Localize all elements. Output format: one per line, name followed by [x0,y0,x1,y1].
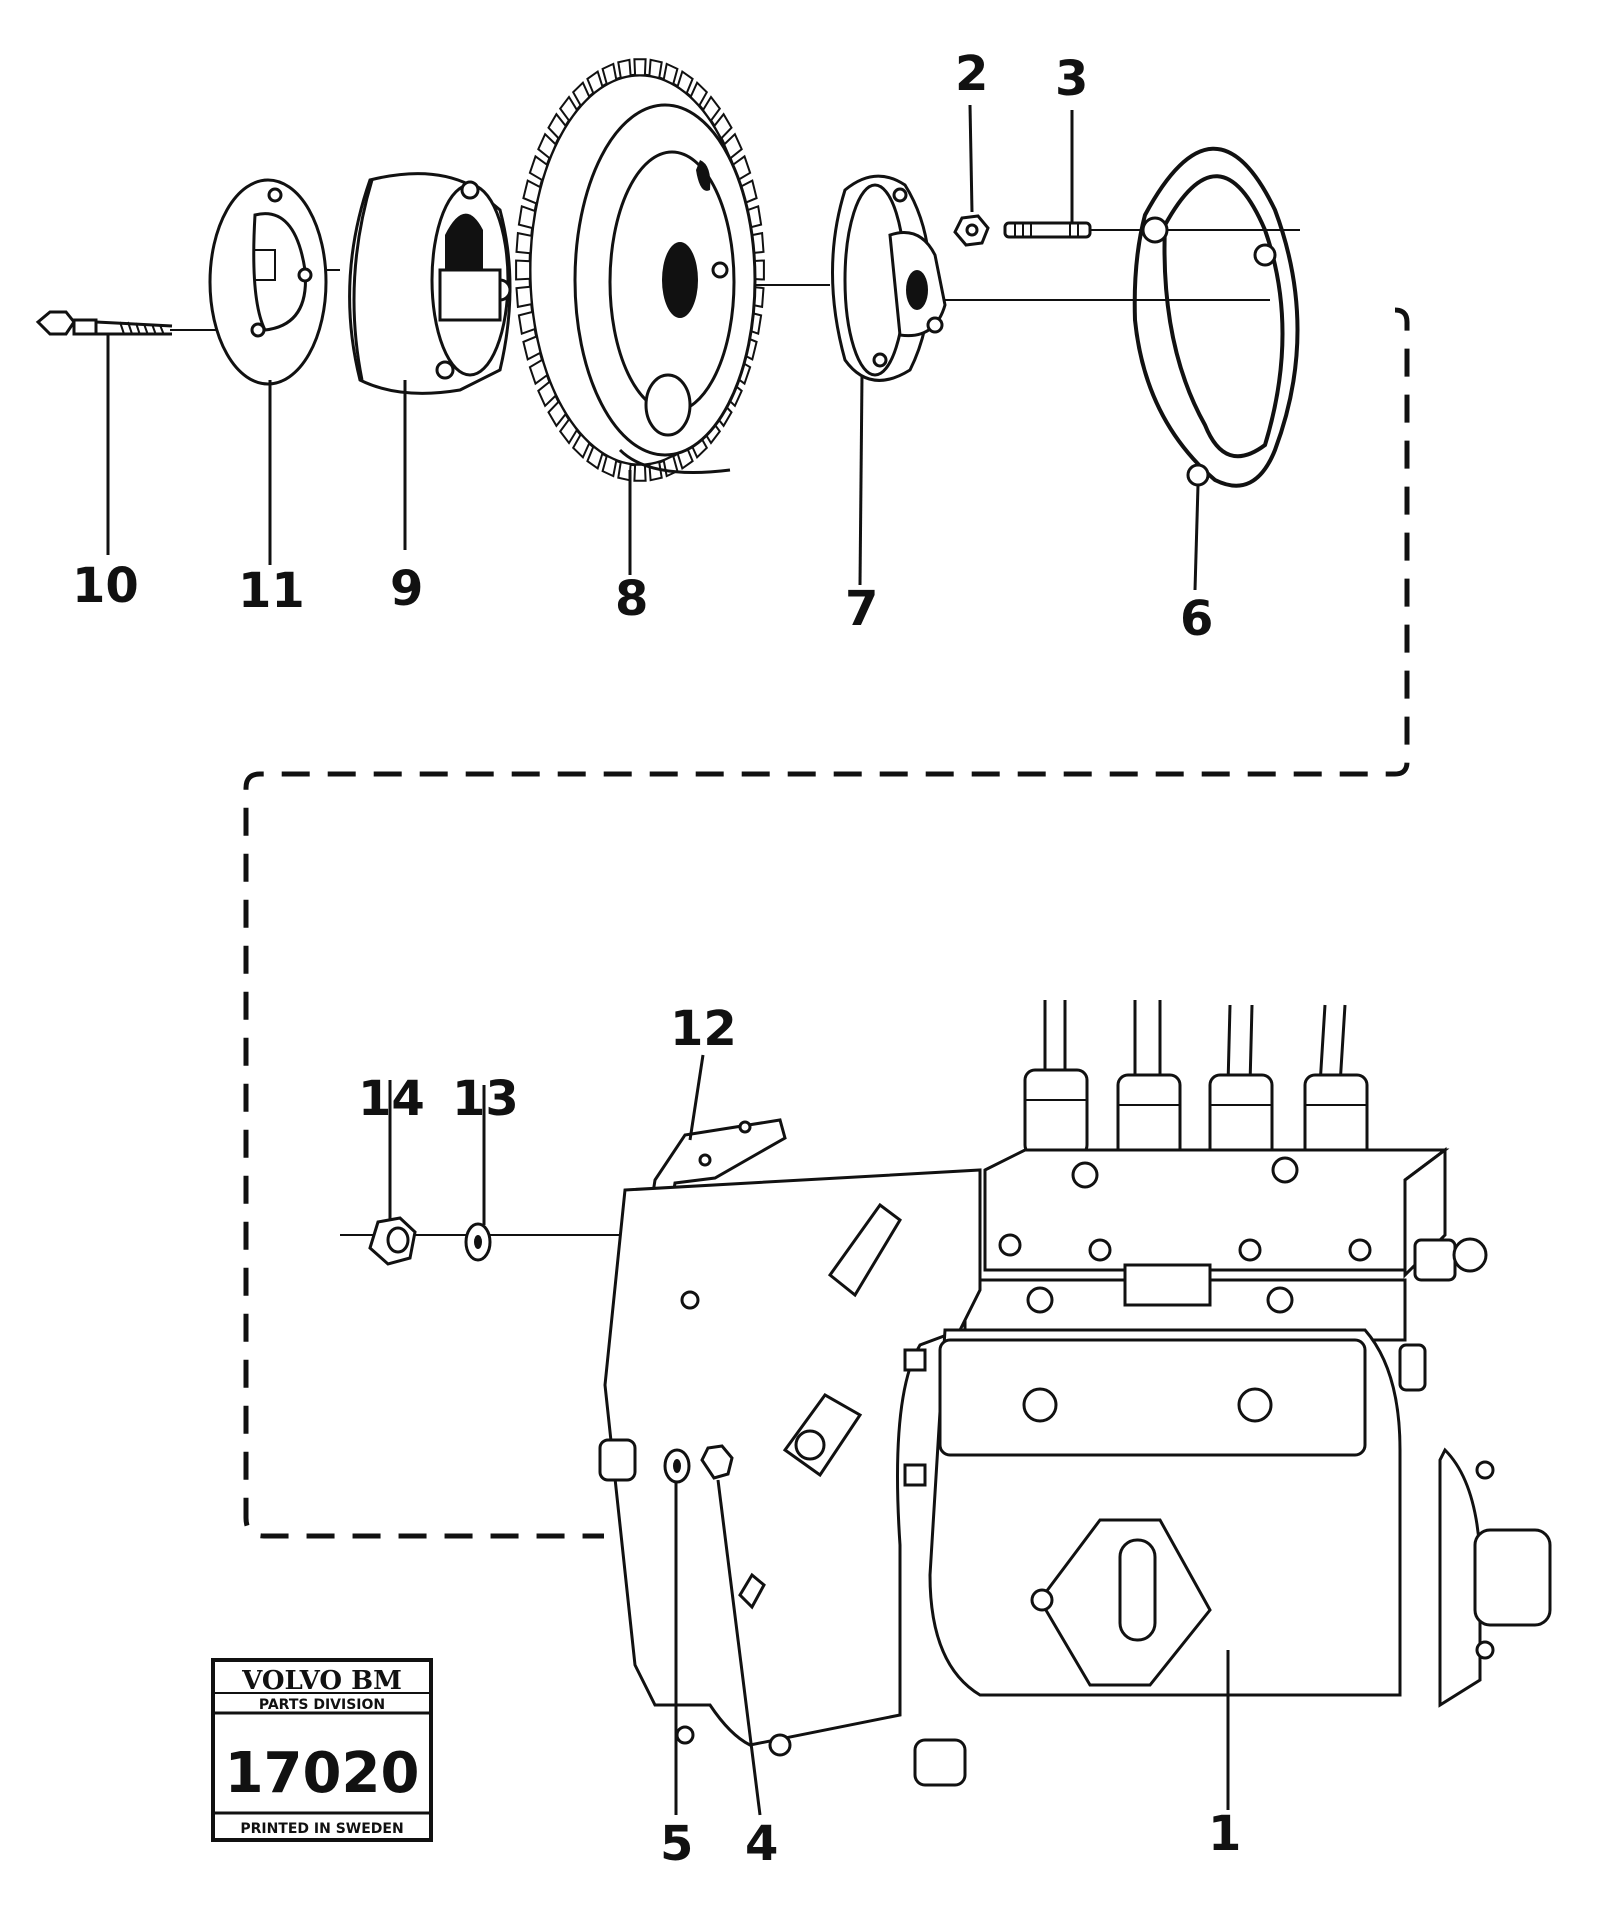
callout-2: 2 [955,46,988,102]
callout-14: 14 [358,1071,425,1127]
gear-tooth [547,112,568,141]
callout-3: 3 [1055,51,1088,107]
hub-part-9 [348,172,512,395]
stamp-brand: VOLVO BM [241,1666,402,1696]
gear-tooth [571,432,591,460]
gear-tooth [601,62,618,86]
gear-tooth [515,231,533,255]
callout-7: 7 [845,581,878,637]
callout-13: 13 [452,1071,519,1127]
gear-tooth [528,154,549,182]
gear-tooth [515,285,533,309]
plate-part-11 [208,178,328,386]
gear-tooth [528,358,549,386]
gear-tooth [571,80,591,108]
gasket-part-6 [1132,146,1300,488]
nut-part-2 [953,214,990,247]
gear-tooth [648,58,663,80]
gear-tooth [701,95,722,123]
callout-6: 6 [1180,591,1213,647]
callout-5: 5 [660,1816,693,1872]
gear-tooth [601,454,618,478]
callout-4: 4 [745,1816,778,1872]
dashed-connector [243,307,1410,1539]
gear-tooth [517,204,537,230]
callout-11: 11 [238,563,305,619]
callout-8: 8 [615,571,648,627]
gear-tooth [633,463,647,482]
callout-10: 10 [72,558,139,614]
gear-tooth [586,445,604,471]
gear-tooth [558,417,579,445]
gear-tooth [712,112,733,141]
gear-tooth [676,69,694,95]
stamp-number: 17020 [225,1741,420,1806]
callout-1: 1 [1208,1806,1241,1862]
gear-tooth [547,399,568,428]
washer-part-13 [464,1222,492,1262]
gear-tooth [689,80,709,108]
stud-part-3 [1003,221,1092,239]
gear-part-8 [515,58,765,482]
callout-labels: 10 11 9 8 7 6 2 3 12 14 13 1 5 4 [72,46,1241,1872]
gear-tooth [662,62,679,86]
callout-12: 12 [670,1001,737,1057]
flange-part-7 [831,174,947,382]
nut-part-14 [368,1216,417,1266]
gear-tooth [617,58,632,80]
leader-lines [106,104,1230,1816]
gear-tooth [537,132,557,160]
gear-tooth [522,335,542,361]
gear-tooth [537,380,557,408]
gear-tooth [586,69,604,95]
gear-tooth [517,310,537,336]
gear-tooth [522,179,542,205]
injection-pump-part-1 [598,1000,1552,1787]
stamp-division: PARTS DIVISION [259,1697,385,1713]
volvo-bm-parts-stamp: VOLVO BM PARTS DIVISION 17020 PRINTED IN… [211,1658,433,1842]
callout-9: 9 [390,561,423,617]
gear-tooth [515,259,532,281]
gear-tooth [633,58,647,77]
bolt-part-10 [35,310,173,336]
gear-tooth [558,95,579,123]
gear-tooth [648,460,663,482]
stamp-printed: PRINTED IN SWEDEN [240,1821,403,1837]
